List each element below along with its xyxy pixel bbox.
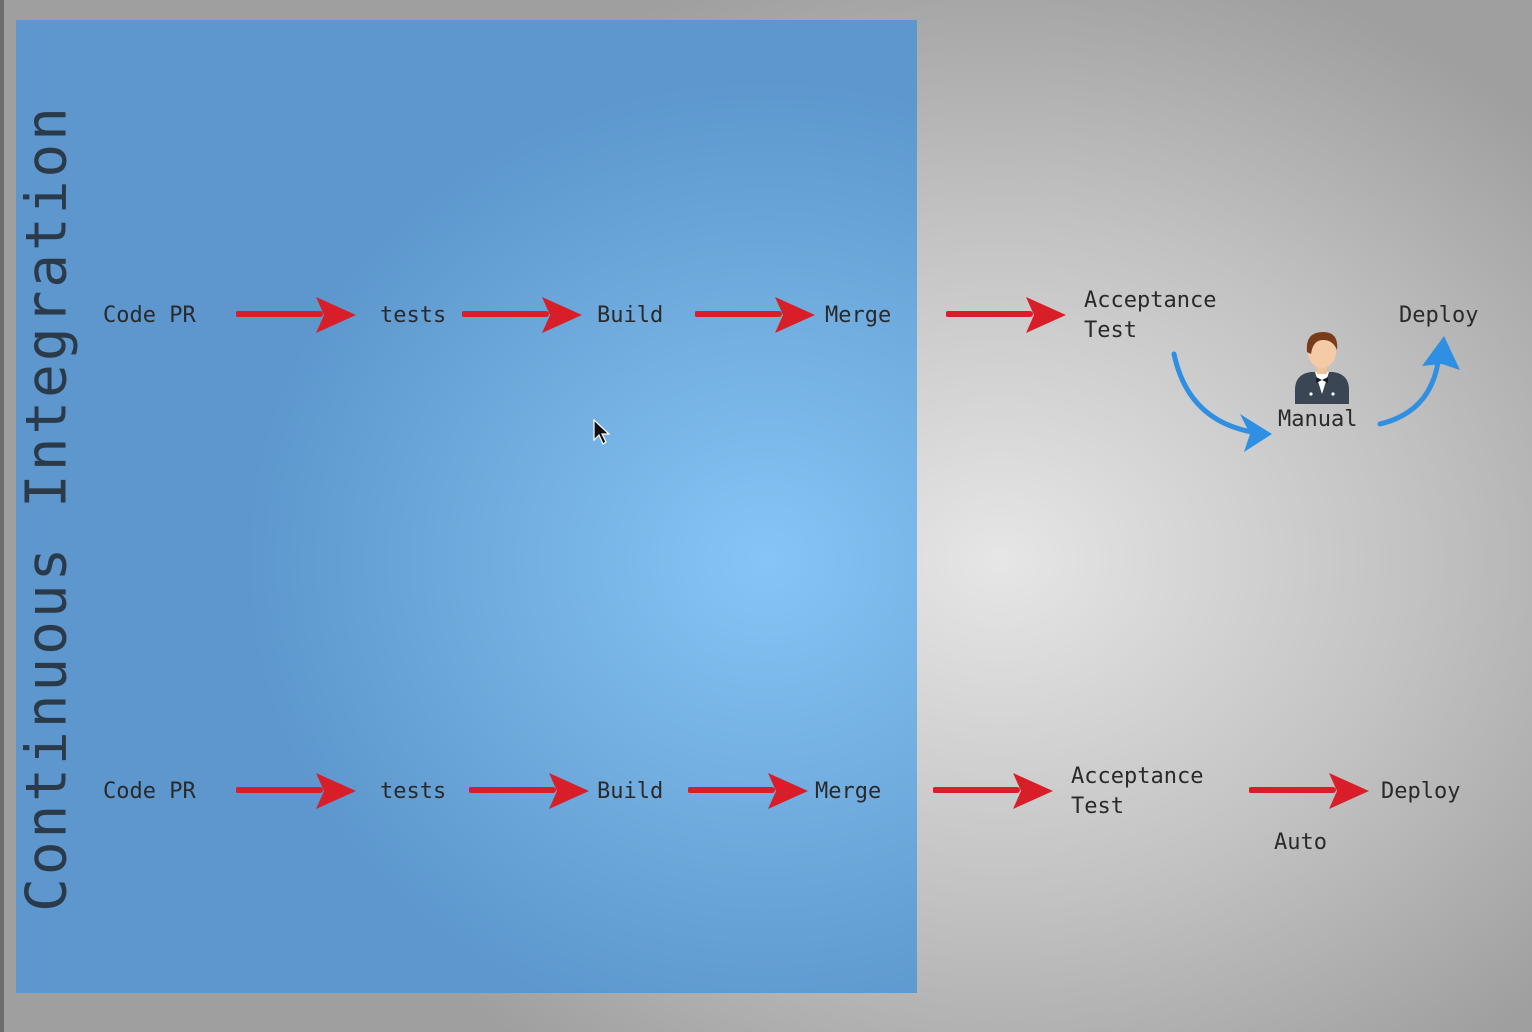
ci-region-panel — [16, 20, 917, 993]
person-icon — [1295, 332, 1349, 404]
manual-label: Manual — [1278, 407, 1358, 432]
row1-acceptance-line1: Acceptance — [1084, 288, 1217, 313]
row2-arrow-1 — [236, 773, 356, 809]
row1-step-merge: Merge — [825, 303, 892, 328]
row2-arrow-4 — [933, 773, 1053, 809]
mouse-cursor-icon — [593, 419, 611, 445]
row2-step-tests: tests — [380, 779, 447, 804]
row2-arrow-5 — [1249, 773, 1369, 809]
auto-label: Auto — [1274, 830, 1327, 855]
row2-step-code-pr: Code PR — [103, 779, 196, 804]
row1-step-code-pr: Code PR — [103, 303, 196, 328]
row2-step-merge: Merge — [815, 779, 882, 804]
row1-arrow-1 — [236, 297, 356, 333]
row1-arrow-3 — [695, 297, 815, 333]
ci-title: Continuous Integration — [14, 104, 80, 912]
frame-edge — [0, 0, 4, 1032]
row2-step-build: Build — [597, 779, 664, 804]
row1-arrow-2 — [462, 297, 582, 333]
row2-acceptance-line2: Test — [1071, 794, 1124, 819]
row1-arrow-4 — [946, 297, 1066, 333]
manual-curve-arrow-out — [1377, 336, 1460, 427]
row1-deploy: Deploy — [1399, 303, 1479, 328]
row1-step-build: Build — [597, 303, 664, 328]
row2-arrow-3 — [688, 773, 808, 809]
row1-step-tests: tests — [380, 303, 447, 328]
row2-acceptance-line1: Acceptance — [1071, 764, 1204, 789]
row1-acceptance-line2: Test — [1084, 318, 1137, 343]
manual-curve-arrow-in — [1171, 351, 1272, 452]
row2-deploy: Deploy — [1381, 779, 1461, 804]
row2-arrow-2 — [469, 773, 589, 809]
